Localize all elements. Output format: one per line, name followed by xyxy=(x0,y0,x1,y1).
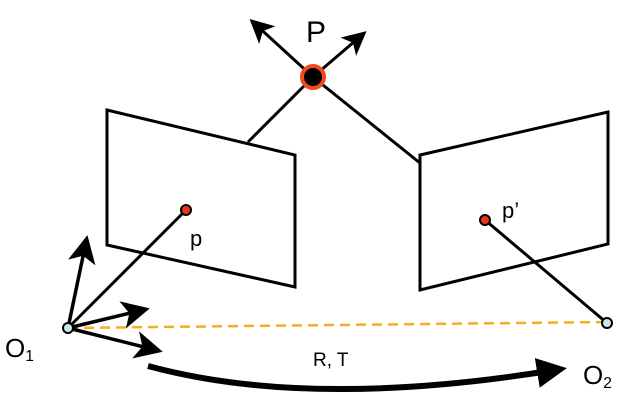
transform-arrow xyxy=(147,358,567,393)
label-p-prime: p’ xyxy=(502,198,520,223)
origin-O2 xyxy=(601,317,613,329)
left-image-plane xyxy=(105,108,297,289)
ray-O1-p xyxy=(66,208,188,330)
label-O1: O1 xyxy=(5,335,34,364)
label-transform: R, T xyxy=(313,350,349,371)
label-O2: O2 xyxy=(583,362,612,391)
axis-arrow-up xyxy=(66,235,96,329)
label-O1-text: O xyxy=(5,333,26,363)
label-O1-sub: 1 xyxy=(25,347,34,365)
label-O2-text: O xyxy=(583,360,604,390)
point-P xyxy=(300,64,326,90)
ray-P-left xyxy=(246,75,315,144)
point-p-prime xyxy=(479,214,491,226)
axis-arrow-down xyxy=(67,326,163,359)
axis-arrow-right xyxy=(67,301,150,330)
P-arrow-left xyxy=(249,18,315,79)
point-p xyxy=(180,204,192,216)
origin-O1 xyxy=(62,322,74,334)
ray-P-right xyxy=(312,75,421,165)
label-O2-sub: 2 xyxy=(603,374,612,392)
baseline xyxy=(67,320,608,330)
label-p: p xyxy=(190,226,203,251)
label-P: P xyxy=(306,16,327,49)
right-image-plane xyxy=(418,110,610,292)
ray-O2-p-prime xyxy=(484,218,608,325)
